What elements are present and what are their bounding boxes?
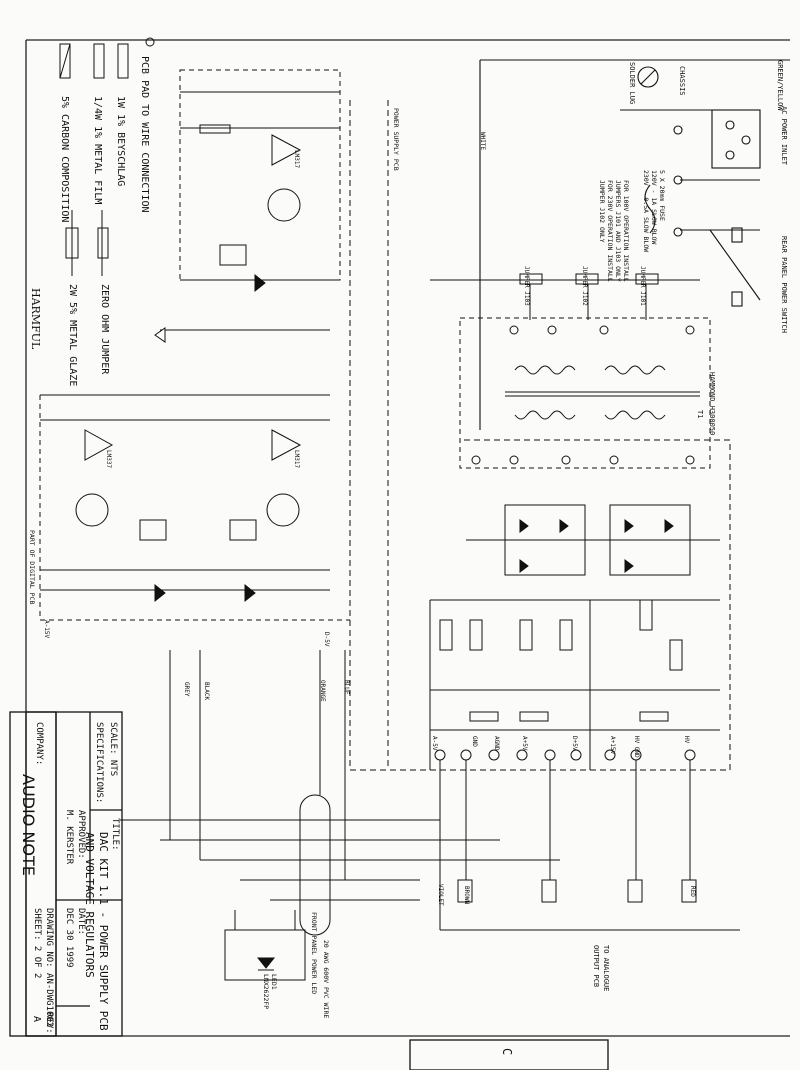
output-pcb-label: OUTPUT PCB bbox=[592, 945, 600, 988]
wire-blue: BLUE bbox=[343, 680, 350, 695]
wire-harness bbox=[120, 650, 560, 936]
wire-black: BLACK bbox=[203, 682, 210, 701]
rail-d-plus-5v: D+5V bbox=[571, 736, 578, 751]
drawing-number: DRAWING NO: AN-DWG1002 bbox=[44, 908, 54, 1028]
voltage-jumpers bbox=[430, 273, 700, 320]
sheet-number: SHEET: 2 OF 2 bbox=[32, 908, 42, 979]
to-analogue-label: TO ANALOGUE bbox=[602, 945, 610, 992]
fuse-note-1: FOR 100V OPERATION INSTALL bbox=[622, 180, 630, 282]
wire-red: RED bbox=[689, 886, 696, 897]
title-label: TITLE: bbox=[110, 818, 120, 851]
title-line-1: DAC KIT 1.1 - POWER SUPPLY PCB bbox=[97, 832, 110, 1031]
ac-inlet-label: AC POWER INLET bbox=[780, 106, 788, 166]
rail-hv: HV bbox=[683, 736, 690, 744]
legend-metal-film-label: 1/4W 1% METAL FILM bbox=[92, 96, 103, 205]
specifications-label: SPECIFICATIONS: bbox=[94, 722, 104, 804]
ac-input-section bbox=[479, 59, 790, 430]
jumper-j101-label: JUMPER J101 bbox=[639, 266, 646, 306]
legend-jumper-label: ZERO OHM JUMPER bbox=[99, 284, 110, 375]
wire-orange: ORANGE bbox=[319, 680, 326, 702]
wire-violet: VIOLET bbox=[437, 884, 444, 906]
green-yellow-label: GREEN/YELLOW bbox=[776, 60, 784, 111]
fuse-label: 5 X 20mm FUSE bbox=[658, 170, 666, 221]
approved-label: APPROVED: bbox=[76, 810, 86, 859]
date-label: DATE: bbox=[76, 908, 86, 936]
harmful-note: HARMFUL bbox=[29, 288, 42, 350]
rail-d-minus-5v: D-5V bbox=[323, 632, 330, 647]
page-marker: C bbox=[500, 1048, 514, 1056]
front-panel-led bbox=[224, 910, 306, 981]
jumper-j103-label: JUMPER J103 bbox=[523, 266, 530, 306]
legend-carbon-label: 5% CARBON COMPOSITION bbox=[59, 96, 70, 223]
company-name: AUDIO NOTE bbox=[19, 774, 38, 876]
rear-switch-label: REAR PANEL POWER SWITCH bbox=[780, 236, 788, 333]
regulator-middle bbox=[39, 327, 350, 621]
wire-grey: GREY bbox=[183, 682, 190, 697]
date-value: DEC 30 1999 bbox=[64, 908, 74, 968]
front-panel-led-label: FRONT PANEL POWER LED bbox=[310, 912, 318, 995]
legend-pad-label: PCB PAD TO WIRE CONNECTION bbox=[139, 56, 150, 213]
reg-u4-label: LM337 bbox=[105, 450, 112, 469]
legend-metal-glaze-label: 2W 5% METAL GLAZE bbox=[67, 284, 78, 387]
wire-brown: BROWN bbox=[463, 886, 470, 905]
filter-network bbox=[429, 599, 720, 770]
chassis-label: CHASSIS bbox=[678, 66, 686, 96]
power-supply-pcb-label: POWER SUPPLY PCB bbox=[392, 108, 400, 171]
rail-gnd: GND bbox=[471, 736, 478, 747]
power-supply-pcb-outline bbox=[349, 100, 731, 771]
pvc-wire-label: 20 AWG 600V PVC WIRE bbox=[322, 940, 330, 1019]
legend-symbols bbox=[59, 37, 155, 276]
led1-label: LED1 bbox=[270, 974, 278, 990]
wire-white: WHITE bbox=[479, 132, 486, 151]
rev-label: REV: bbox=[44, 1012, 54, 1034]
transformer-label: HAMMOND H300050 bbox=[708, 372, 716, 436]
solder-lug-label: SOLDER LUG bbox=[628, 62, 636, 105]
fuse-note-2: JUMPERS J101 AND J103 ONLY bbox=[614, 180, 622, 282]
led-part-label: LNX2622FP bbox=[262, 974, 270, 1010]
approved-name: M. KERSTER bbox=[64, 810, 74, 865]
regulator-upper bbox=[179, 69, 341, 293]
mains-transformer bbox=[459, 317, 711, 469]
fuse-note-3: FOR 230V OPERATION INSTALL bbox=[606, 180, 614, 282]
scale-label: SCALE: NTS bbox=[108, 722, 118, 777]
rectifier-bridges bbox=[466, 504, 720, 576]
part-of-digital-pcb-label: PART OF DIGITAL PCB bbox=[28, 530, 36, 605]
reg-u5-label: LM317 bbox=[293, 450, 300, 469]
reg-u6-label: LM317 bbox=[293, 150, 300, 169]
fuse-230v-label: 230V - 0.5A SLOW BLOW bbox=[642, 170, 650, 253]
rail-agnd: AGND bbox=[493, 736, 500, 751]
rail-a-15v: A-15V bbox=[43, 620, 50, 639]
rail-a-plus-15v: A+15V bbox=[609, 736, 616, 755]
company-label: COMPANY: bbox=[34, 722, 44, 766]
transformer-t1-label: T1 bbox=[696, 410, 704, 419]
fuse-120v-label: 120V - 1A SLOW BLOW bbox=[650, 170, 658, 245]
jumper-j102-label: JUMPER J102 bbox=[581, 266, 588, 306]
rail-a-plus-5v: A+5V bbox=[521, 736, 528, 751]
rail-hv-gnd: HV GND bbox=[633, 736, 640, 758]
rail-a-5v: A-5V bbox=[431, 736, 438, 751]
title-block-grid bbox=[9, 711, 609, 1070]
legend-beyschlag-label: 1W 1% BEYSCHLAG bbox=[115, 96, 126, 187]
rev-value: A bbox=[31, 1016, 42, 1023]
fuse-note-4: JUMPER J102 ONLY bbox=[598, 180, 606, 243]
